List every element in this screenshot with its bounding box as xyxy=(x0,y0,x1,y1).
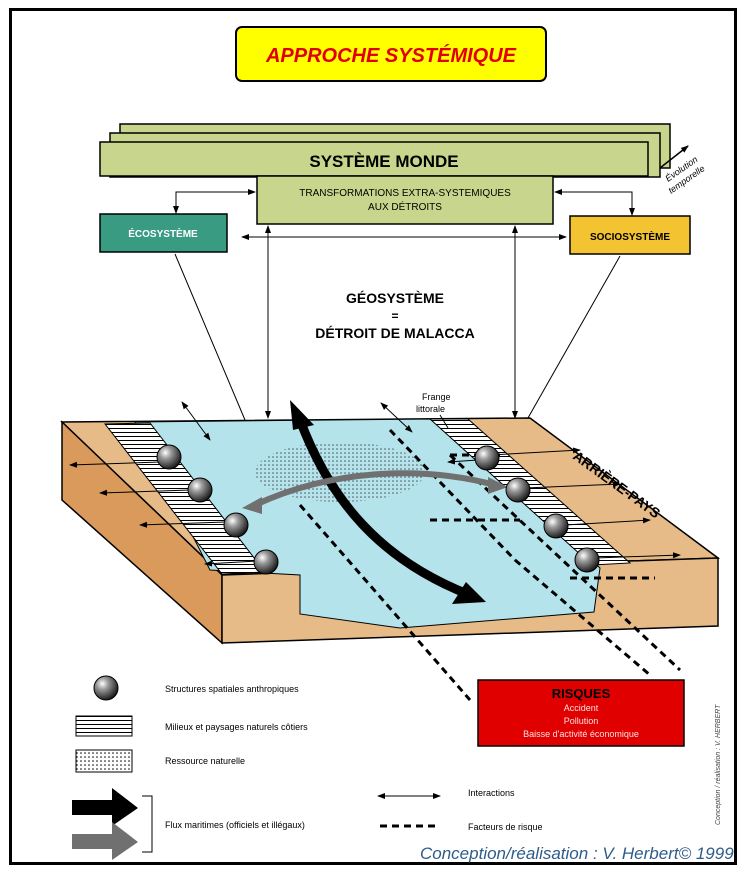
block-interactions xyxy=(69,401,681,567)
top-interactions xyxy=(173,189,635,433)
structure-ball xyxy=(187,477,213,503)
structure-ball xyxy=(253,549,279,575)
maritime-flows xyxy=(242,400,508,604)
title-box: APPROCHE SYSTÉMIQUE xyxy=(235,26,547,82)
structure-ball xyxy=(574,547,600,573)
systeme-monde-label: SYSTÈME MONDE xyxy=(309,152,458,171)
geosysteme-line-2: = xyxy=(391,309,398,323)
transformations-line-1: TRANSFORMATIONS EXTRA-SYSTEMIQUES xyxy=(299,188,511,199)
flux-black-arrow xyxy=(295,418,472,600)
risques-title: RISQUES xyxy=(552,686,611,701)
legend-milieux-label: Milieux et paysages naturels côtiers xyxy=(165,722,308,732)
frange-label-2: littorale xyxy=(416,404,445,414)
flux-black-head-1 xyxy=(290,400,314,430)
transformations-line-2: AUX DÉTROITS xyxy=(368,200,442,213)
flux-black-head-2 xyxy=(452,582,486,604)
legend-ressource-label: Ressource naturelle xyxy=(165,756,245,766)
legend-flux-bracket xyxy=(142,795,153,853)
sociosysteme-label: SOCIOSYSTÈME xyxy=(590,230,670,243)
risques-item-3: Baisse d'activité économique xyxy=(523,729,639,739)
ecosysteme-box: ÉCOSYSTÈME xyxy=(99,213,228,253)
structure-ball xyxy=(474,445,500,471)
risques-box: RISQUES Accident Pollution Baisse d'acti… xyxy=(477,679,685,747)
legend-interactions-label: Interactions xyxy=(468,788,515,798)
structure-ball xyxy=(543,513,569,539)
structure-ball xyxy=(505,477,531,503)
legend-facteurs-label: Facteurs de risque xyxy=(468,822,543,832)
risques-item-2: Pollution xyxy=(564,716,599,726)
frange-label-1: Frange xyxy=(422,392,451,402)
structure-ball xyxy=(223,512,249,538)
legend-stripes-icon xyxy=(75,715,133,737)
risques-item-1: Accident xyxy=(564,703,599,713)
strait-block: ARRIÈRE-PAYS Frange littorale xyxy=(60,392,721,645)
legend-ball-icon xyxy=(93,675,119,701)
structure-ball xyxy=(156,444,182,470)
legend-flux-label: Flux maritimes (officiels et illégaux) xyxy=(165,820,305,830)
geosysteme-line-1: GÉOSYSTÈME xyxy=(346,290,444,306)
title-text: APPROCHE SYSTÉMIQUE xyxy=(265,44,517,67)
anthropic-structures xyxy=(156,444,600,575)
transformations-box: TRANSFORMATIONS EXTRA-SYSTEMIQUES AUX DÉ… xyxy=(256,175,554,225)
systeme-monde-stack: SYSTÈME MONDE xyxy=(99,123,671,178)
legend-structures-label: Structures spatiales anthropiques xyxy=(165,684,299,694)
legend: Structures spatiales anthropiques Milieu… xyxy=(72,675,543,860)
legend-dots-icon xyxy=(75,749,133,773)
flux-grey-head-2 xyxy=(488,477,508,494)
credit-line: Conception/réalisation : V. Herbert© 199… xyxy=(420,844,734,863)
flux-grey-arrow xyxy=(253,470,496,508)
legend-black-arrow-icon xyxy=(72,788,138,826)
flux-grey-head-1 xyxy=(242,497,262,514)
geosysteme-line-3: DÉTROIT DE MALACCA xyxy=(315,325,474,341)
legend-grey-arrow-icon xyxy=(72,822,138,860)
sociosysteme-box: SOCIOSYSTÈME xyxy=(569,215,691,255)
ecosysteme-label: ÉCOSYSTÈME xyxy=(128,227,198,240)
vertical-credit: Conception / réalisation : V. HERBERT xyxy=(715,704,722,825)
geosysteme-label: GÉOSYSTÈME = DÉTROIT DE MALACCA xyxy=(315,290,474,341)
